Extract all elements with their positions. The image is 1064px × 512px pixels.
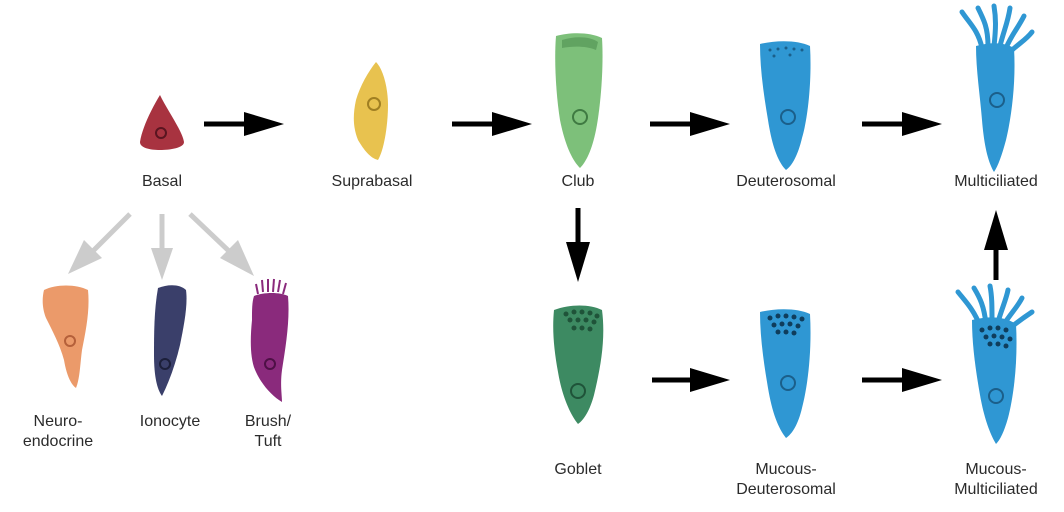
arrow-basal-to-ionocyte (151, 214, 173, 280)
label-mucous-deuterosomal-line1: Mucous- (736, 460, 836, 480)
label-mucous-multiciliated: Mucous- Multiciliated (954, 460, 1038, 500)
club-cell-icon (555, 33, 602, 168)
label-neuroendocrine-line2: endocrine (23, 432, 93, 452)
arrow-basal-to-suprabasal (204, 112, 284, 136)
label-suprabasal: Suprabasal (332, 172, 413, 192)
label-mucous-deuterosomal-line2: Deuterosomal (736, 480, 836, 500)
label-deuterosomal: Deuterosomal (736, 172, 836, 192)
label-multiciliated: Multiciliated (954, 172, 1038, 192)
label-mucous-multiciliated-line2: Multiciliated (954, 480, 1038, 500)
arrow-club-to-deuterosomal (650, 112, 730, 136)
label-brush-tuft: Brush/ Tuft (245, 412, 291, 452)
arrow-deuterosomal-to-multiciliated (862, 112, 942, 136)
label-brush-tuft-line1: Brush/ (245, 412, 291, 432)
ionocyte-cell-icon (154, 285, 187, 396)
label-neuroendocrine: Neuro- endocrine (23, 412, 93, 452)
basal-cell-icon (140, 95, 184, 150)
label-basal: Basal (142, 172, 182, 192)
brush-tuft-cell-icon (251, 279, 289, 402)
deuterosomal-cell-icon (760, 41, 811, 170)
arrow-basal-to-brush-tuft (190, 214, 254, 276)
label-goblet: Goblet (554, 460, 601, 480)
arrow-basal-to-neuroendocrine (68, 214, 130, 274)
neuroendocrine-cell-icon (43, 286, 89, 389)
label-mucous-deuterosomal: Mucous- Deuterosomal (736, 460, 836, 500)
suprabasal-cell-icon (354, 62, 388, 160)
mucous-deuterosomal-cell-icon (760, 309, 811, 438)
arrow-suprabasal-to-club (452, 112, 532, 136)
label-brush-tuft-line2: Tuft (245, 432, 291, 452)
mucous-multiciliated-cell-icon (958, 286, 1032, 444)
label-ionocyte: Ionocyte (140, 412, 200, 432)
label-club: Club (562, 172, 595, 192)
arrow-mucous-multiciliated-to-multiciliated (984, 210, 1008, 280)
goblet-cell-icon (553, 306, 603, 425)
label-mucous-multiciliated-line1: Mucous- (954, 460, 1038, 480)
arrow-mucous-deuterosomal-to-mucous-multiciliated (862, 368, 942, 392)
arrow-goblet-to-mucous-deuterosomal (652, 368, 730, 392)
arrow-club-to-goblet (566, 208, 590, 282)
multiciliated-cell-icon (962, 6, 1032, 172)
label-neuroendocrine-line1: Neuro- (23, 412, 93, 432)
